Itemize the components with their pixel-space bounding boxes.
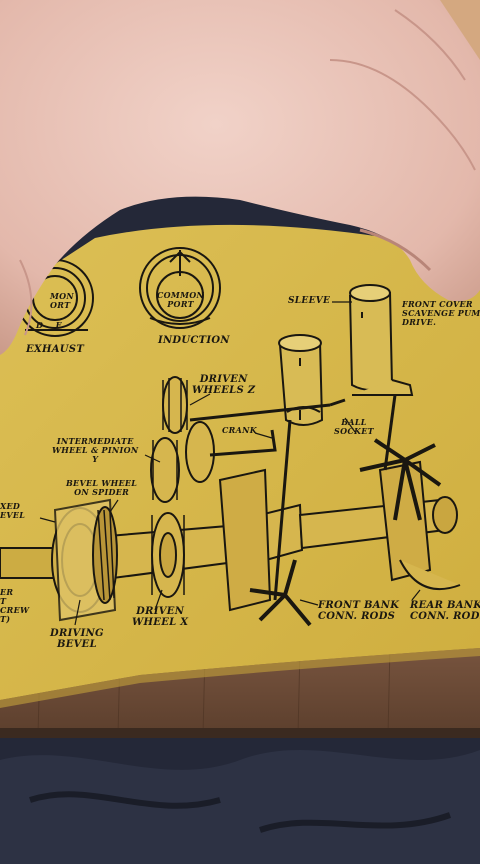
sleeve-cylinders (278, 284, 414, 426)
label-crank: CRANK (222, 425, 257, 435)
label-exhaust: EXHAUST (26, 344, 85, 355)
label-front-bank: FRONT BANK CONN. RODS (318, 600, 400, 622)
label-rear-bank: REAR BANK CONN. RODS (410, 600, 480, 622)
front-bank-rods (249, 559, 312, 627)
label-exhaust-letters: D E (36, 320, 62, 330)
label-induction: INDUCTION (158, 335, 230, 346)
label-sleeve: SLEEVE (288, 296, 331, 306)
label-driven-wheel-x: DRIVEN WHEEL X (132, 606, 189, 628)
label-fixed-bevel: XED EVEL (0, 501, 26, 520)
label-ball-socket: BALL SOCKET (334, 417, 374, 436)
label-screw: ER T CREW T) (0, 587, 30, 624)
label-front-cover: FRONT COVER SCAVENGE PUMP DRIVE. (402, 299, 480, 327)
rear-bank-rods (359, 438, 442, 521)
label-common-port: COMMON PORT (157, 290, 205, 309)
label-driving-bevel: DRIVING BEVEL (50, 628, 104, 650)
label-intermediate: INTERMEDIATE WHEEL & PINION Y (52, 436, 139, 464)
hand (0, 0, 480, 355)
label-driven-wheels-z: DRIVEN WHEELS Z (192, 374, 256, 396)
label-exhaust-port: MON ORT (50, 291, 75, 310)
label-bevel-wheel: BEVEL WHEEL ON SPIDER (66, 478, 138, 497)
induction-port-diagram (139, 247, 221, 329)
